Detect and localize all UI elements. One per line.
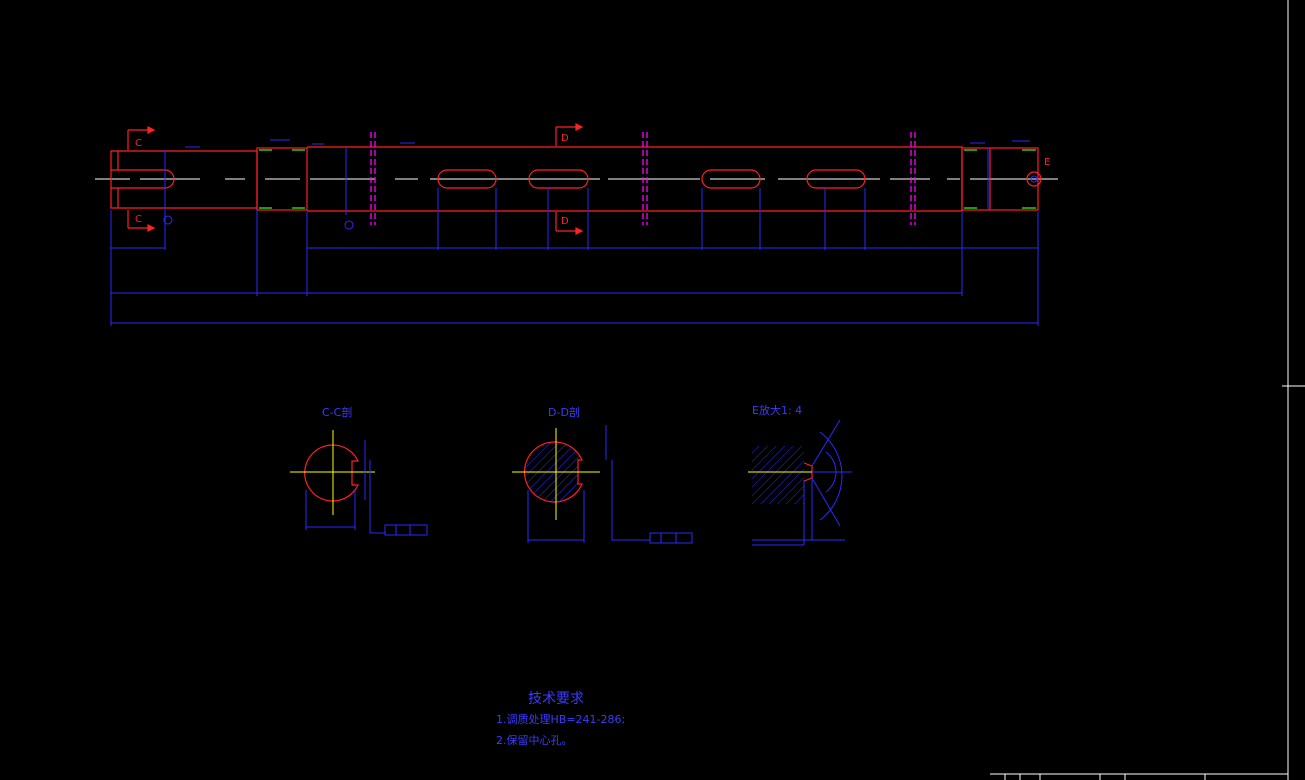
section-c-c-view[interactable]: C-C剖 — [290, 405, 428, 536]
datum-marker-a — [163, 215, 173, 225]
dimension-lines — [110, 139, 1039, 326]
drawing-frame — [990, 0, 1305, 780]
section-c-dims — [305, 440, 428, 536]
detail-e-title: E放大1: 4 — [752, 403, 802, 417]
tech-requirements: 技术要求 1.调质处理HB=241-286; 2.保留中心孔。 — [496, 691, 625, 747]
section-mark-d — [555, 123, 584, 235]
section-label-d-bottom: D — [561, 216, 569, 227]
section-label-d-top: D — [561, 133, 569, 144]
detail-e-view[interactable]: E放大1: 4 — [748, 403, 852, 546]
section-d-d-view[interactable]: D-D剖 — [512, 405, 693, 544]
section-c-centerlines — [290, 430, 375, 515]
tech-requirements-line-2: 2.保留中心孔。 — [496, 733, 573, 747]
datum-marker-b — [344, 220, 354, 230]
bearing-seat-marks — [259, 149, 1036, 209]
section-c-c-title: C-C剖 — [322, 405, 352, 419]
section-c-outline — [304, 444, 359, 502]
shaft-outline — [110, 146, 1042, 212]
tech-requirements-line-1: 1.调质处理HB=241-286; — [496, 713, 625, 726]
detail-e-dims — [752, 419, 852, 546]
section-d-d-title: D-D剖 — [548, 405, 580, 419]
shaft-main-view[interactable]: C C D D E — [95, 123, 1058, 326]
tech-requirements-title: 技术要求 — [528, 691, 584, 707]
section-label-c-top: C — [135, 138, 142, 149]
section-d-centerlines — [512, 428, 600, 520]
detail-e-hatch — [752, 446, 804, 504]
center-hole-marker — [1030, 175, 1038, 183]
detail-label-e: E — [1044, 157, 1050, 168]
section-label-c-bottom: C — [135, 214, 142, 225]
section-mark-c — [127, 126, 156, 232]
break-lines — [370, 132, 916, 225]
section-d-dims — [527, 425, 693, 544]
